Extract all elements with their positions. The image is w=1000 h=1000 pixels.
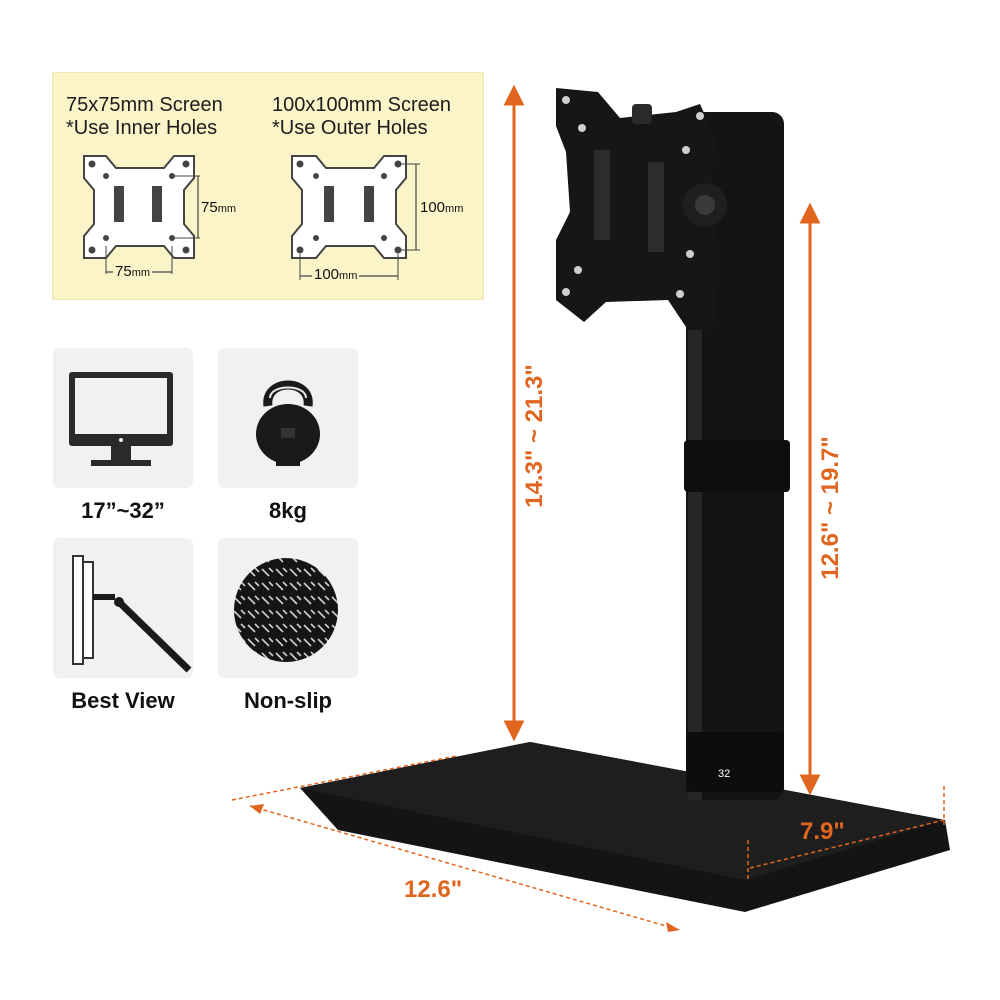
vesa-plate-large-diagram xyxy=(291,155,420,280)
vesa-large-width-label: 100mm xyxy=(312,266,360,283)
feature-card-screen-size xyxy=(53,348,193,488)
vesa-plate-large-icon xyxy=(291,155,407,259)
vesa-large-title: 100x100mm Screen *Use Outer Holes xyxy=(272,94,451,140)
vesa-small-height-unit: mm xyxy=(217,203,237,215)
feature-label-best-view: Best View xyxy=(71,688,175,713)
vesa-small-height-value: 75 xyxy=(201,199,218,216)
tilt-view-icon xyxy=(72,555,192,673)
feature-card-non-slip xyxy=(218,538,358,678)
feature-card-best-view xyxy=(53,538,193,678)
vesa-large-height-value: 100 xyxy=(420,199,446,216)
total-height-label: 14.3" ~ 21.3" xyxy=(521,364,548,508)
vesa-small-line2: *Use Inner Holes xyxy=(66,117,218,139)
feature-label-weight: 8kg xyxy=(269,498,307,523)
pole-height-label: 12.6" ~ 19.7" xyxy=(817,436,844,580)
feature-label-non-slip: Non-slip xyxy=(244,688,332,713)
vesa-small-line1: 75x75mm Screen xyxy=(66,94,223,116)
vesa-large-width-value: 100 xyxy=(314,266,340,283)
vesa-plate-small-diagram xyxy=(83,155,200,274)
vesa-small-width-unit: mm xyxy=(131,267,151,279)
monitor-icon xyxy=(69,372,173,466)
vesa-large-height-label: 100mm xyxy=(420,199,463,216)
kettlebell-icon xyxy=(256,380,320,466)
base-depth-label: 7.9" xyxy=(800,818,845,845)
non-slip-pad-icon xyxy=(234,558,338,662)
base-width-label: 12.6" xyxy=(404,876,463,903)
height-scale-marker: 32 xyxy=(718,768,730,780)
vesa-small-title: 75x75mm Screen *Use Inner Holes xyxy=(66,94,223,140)
vesa-mount-plate xyxy=(556,88,720,330)
vesa-large-line1: 100x100mm Screen xyxy=(272,94,451,116)
height-scale-collar xyxy=(686,732,784,792)
feature-card-weight xyxy=(218,348,358,488)
vesa-large-line2: *Use Outer Holes xyxy=(272,117,428,139)
vesa-small-width-label: 75mm xyxy=(113,263,153,280)
vesa-large-height-unit: mm xyxy=(445,203,464,215)
vesa-small-height-label: 75mm xyxy=(201,199,236,216)
vesa-small-width-value: 75 xyxy=(115,263,132,280)
feature-label-screen-size: 17”~32” xyxy=(81,498,165,523)
vesa-plate-small-icon xyxy=(83,155,195,259)
vesa-large-width-unit: mm xyxy=(339,270,358,282)
